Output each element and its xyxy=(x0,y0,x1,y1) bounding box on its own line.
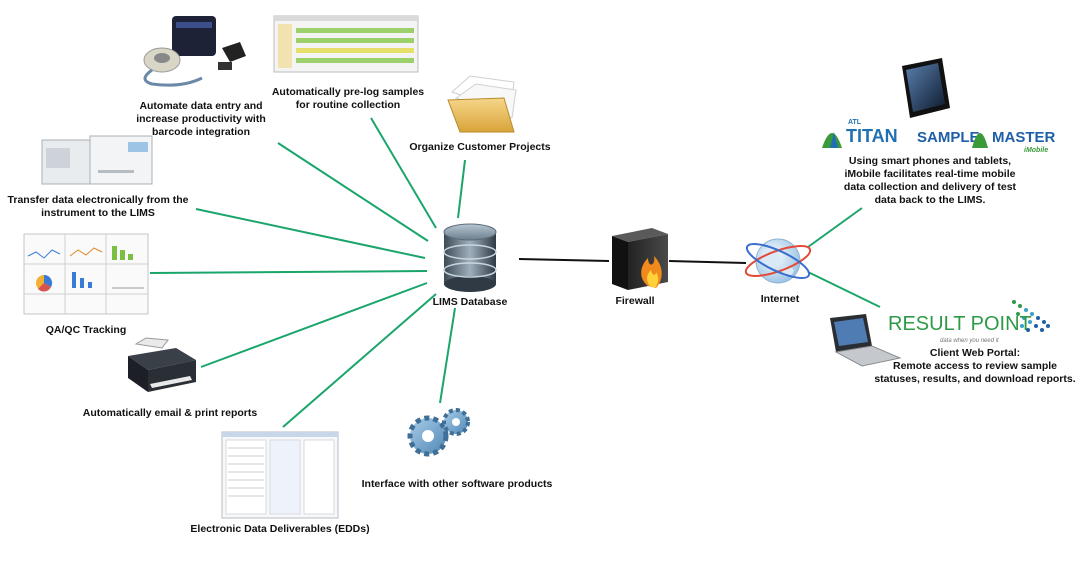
label-reports: Automatically email & print reports xyxy=(82,407,258,419)
svg-text:SAMPLE: SAMPLE xyxy=(917,129,980,146)
svg-text:RESULT POINT: RESULT POINT xyxy=(888,313,1032,335)
resultpoint-dots-icon xyxy=(1012,300,1050,332)
svg-text:MASTER: MASTER xyxy=(992,129,1056,146)
label-portal: Client Web Portal: Remote access to revi… xyxy=(874,347,1076,385)
label-edd: Electronic Data Deliverables (EDDs) xyxy=(190,523,370,535)
folder-icon xyxy=(447,75,517,133)
laptop-icon xyxy=(830,314,902,367)
connector-internet-portal xyxy=(807,271,881,308)
barcode-equipment-icon xyxy=(143,16,246,87)
edd-screenshot-icon xyxy=(221,431,339,519)
connector-reports xyxy=(200,282,428,368)
titan-logo: ATL TITAN xyxy=(822,119,898,148)
connector-projects xyxy=(457,159,466,219)
gears-icon xyxy=(407,408,470,457)
internet-globe-icon xyxy=(744,238,812,284)
connector-instrument xyxy=(195,208,426,259)
samplemaster-logo: SAMPLE MASTER iMobile xyxy=(917,129,1056,154)
label-barcode: Automate data entry and increase product… xyxy=(136,100,266,138)
connector-barcode xyxy=(277,142,429,242)
label-firewall: Firewall xyxy=(615,295,655,307)
label-interface: Interface with other software products xyxy=(361,478,553,490)
connector-qaqc xyxy=(149,270,428,274)
connector-internet-mobile xyxy=(807,207,863,248)
label-lims-database: LIMS Database xyxy=(432,296,508,308)
svg-text:TITAN: TITAN xyxy=(846,126,898,146)
connector-edd xyxy=(282,293,437,428)
svg-text:data when you need it: data when you need it xyxy=(940,338,999,344)
resultpoint-logo: RESULT POINT data when you need it xyxy=(888,313,1032,344)
svg-text:ATL: ATL xyxy=(848,119,862,126)
connector-firewall-internet xyxy=(668,260,747,264)
label-qaqc: QA/QC Tracking xyxy=(45,324,127,336)
label-projects: Organize Customer Projects xyxy=(409,141,551,153)
label-instrument: Transfer data electronically from the in… xyxy=(7,194,189,219)
connector-interface xyxy=(439,307,456,404)
printer-icon xyxy=(128,337,196,392)
connector-lims-firewall xyxy=(518,258,610,262)
connector-prelog xyxy=(370,117,437,229)
instrument-icon xyxy=(41,135,153,185)
database-icon xyxy=(443,223,497,292)
label-internet: Internet xyxy=(760,293,800,305)
tablet-icon xyxy=(902,58,950,118)
prelog-screenshot-icon xyxy=(273,15,419,73)
connector-lines xyxy=(149,117,881,428)
svg-text:iMobile: iMobile xyxy=(1024,147,1048,154)
label-prelog: Automatically pre-log samples for routin… xyxy=(271,86,425,111)
firewall-icon xyxy=(612,228,668,290)
qaqc-screenshot-icon xyxy=(23,233,149,315)
label-mobile: Using smart phones and tablets, iMobile … xyxy=(843,155,1017,206)
